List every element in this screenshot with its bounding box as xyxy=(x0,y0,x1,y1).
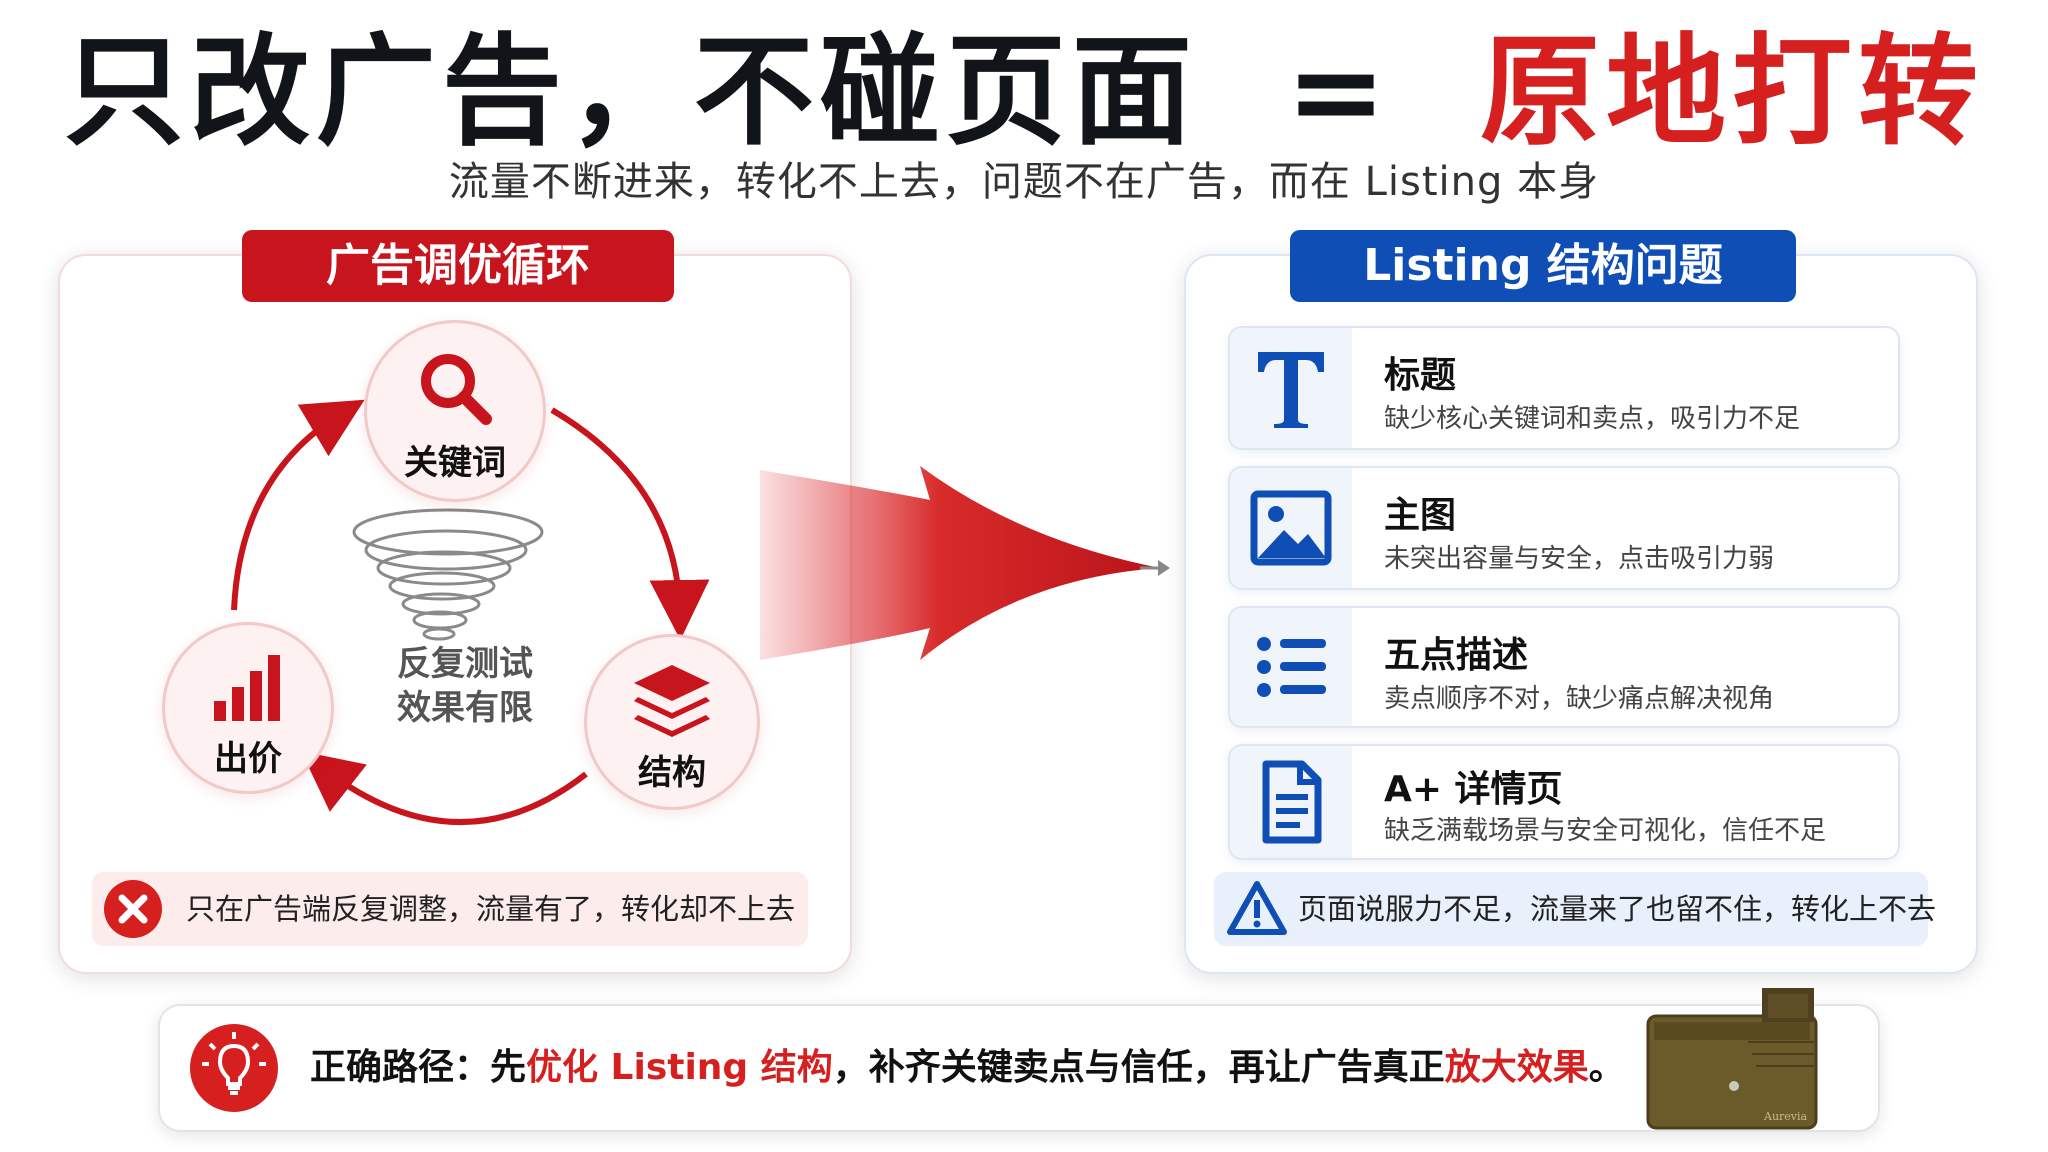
funnel-arrow xyxy=(760,466,1170,660)
title-right: 原地打转 xyxy=(1480,23,1985,162)
error-callout: 只在广告端反复调整，流量有了，转化却不上去 xyxy=(92,872,808,946)
warning-icon xyxy=(1227,881,1287,935)
close-icon xyxy=(104,880,162,938)
item-desc: 卖点顺序不对，缺少痛点解决视角 xyxy=(1384,684,1775,714)
item-desc: 缺乏满载场景与安全可视化，信任不足 xyxy=(1384,816,1827,846)
cycle-node-structure: 结构 xyxy=(584,634,760,810)
item-icon-box xyxy=(1230,746,1352,858)
listing-problems-tag: Listing 结构问题 xyxy=(1290,230,1796,302)
bar-chart-icon xyxy=(214,655,280,721)
keyword-label: 关键词 xyxy=(404,443,506,483)
item-icon-box xyxy=(1230,468,1352,588)
item-title: A+ 详情页 xyxy=(1384,769,1563,810)
item-icon-box xyxy=(1230,608,1352,726)
ad-tuning-tag: 广告调优循环 xyxy=(242,230,674,302)
error-text: 只在广告端反复调整，流量有了，转化却不上去 xyxy=(186,892,796,926)
solution-banner: 正确路径：先优化 Listing 结构，补齐关键卖点与信任，再让广告真正放大效果… xyxy=(158,1004,1880,1132)
cycle-arrow-keyword-to-structure xyxy=(550,407,710,640)
search-icon xyxy=(421,354,492,425)
solution-part-2: ，补齐关键卖点与信任，再让广告真正 xyxy=(832,1047,1445,1088)
solution-part-1: 正确路径：先 xyxy=(310,1047,527,1088)
cycle-center-text: 反复测试 效果有限 xyxy=(370,642,560,730)
problem-item-bullets: 五点描述 卖点顺序不对，缺少痛点解决视角 xyxy=(1228,606,1900,728)
cycle-arrow-structure-to-bid xyxy=(301,751,588,825)
lightbulb-icon xyxy=(190,1024,278,1112)
cycle-node-keyword: 关键词 xyxy=(364,320,546,502)
center-line-2: 效果有限 xyxy=(397,688,533,728)
cycle-arrow-bid-to-keyword xyxy=(231,399,365,611)
warning-text: 页面说服力不足，流量来了也留不住，转化上不去 xyxy=(1298,892,1937,926)
problem-item-main-image: 主图 未突出容量与安全，点击吸引力弱 xyxy=(1228,466,1900,590)
text-t-icon xyxy=(1258,352,1324,428)
item-desc: 缺少核心关键词和卖点，吸引力不足 xyxy=(1384,404,1801,434)
item-title: 主图 xyxy=(1384,495,1457,536)
item-title: 标题 xyxy=(1384,355,1457,396)
bid-label: 出价 xyxy=(214,739,282,779)
tornado-icon xyxy=(352,508,544,641)
wallet-product-image: Aurevia xyxy=(1646,988,1818,1130)
list-icon xyxy=(1257,637,1326,697)
layers-icon xyxy=(634,665,710,737)
title-equals: = xyxy=(1285,23,1393,162)
solution-text: 正确路径：先优化 Listing 结构，补齐关键卖点与信任，再让广告真正放大效果… xyxy=(310,1006,1625,1130)
item-desc: 未突出容量与安全，点击吸引力弱 xyxy=(1384,544,1775,574)
title-left: 只改广告，不碰页面 xyxy=(63,23,1198,162)
solution-highlight-1: 优化 Listing 结构 xyxy=(526,1047,833,1088)
solution-part-3: 。 xyxy=(1588,1047,1625,1088)
item-title: 五点描述 xyxy=(1384,635,1529,676)
cycle-arrows xyxy=(231,399,710,825)
page-title: 只改广告，不碰页面 = 原地打转 xyxy=(0,18,2048,168)
image-icon xyxy=(1250,490,1332,566)
center-line-1: 反复测试 xyxy=(397,644,533,684)
page-subtitle: 流量不断进来，转化不上去，问题不在广告，而在 Listing 本身 xyxy=(448,159,1600,205)
item-icon-box xyxy=(1230,328,1352,448)
structure-label: 结构 xyxy=(638,753,706,793)
cycle-node-bid: 出价 xyxy=(162,622,334,794)
solution-highlight-2: 放大效果 xyxy=(1444,1047,1589,1088)
problem-item-title: 标题 缺少核心关键词和卖点，吸引力不足 xyxy=(1228,326,1900,450)
problem-item-a-plus: A+ 详情页 缺乏满载场景与安全可视化，信任不足 xyxy=(1228,744,1900,860)
document-icon xyxy=(1262,760,1322,844)
warning-callout: 页面说服力不足，流量来了也留不住，转化上不去 xyxy=(1214,872,1936,946)
wallet-brand: Aurevia xyxy=(1763,1110,1808,1123)
